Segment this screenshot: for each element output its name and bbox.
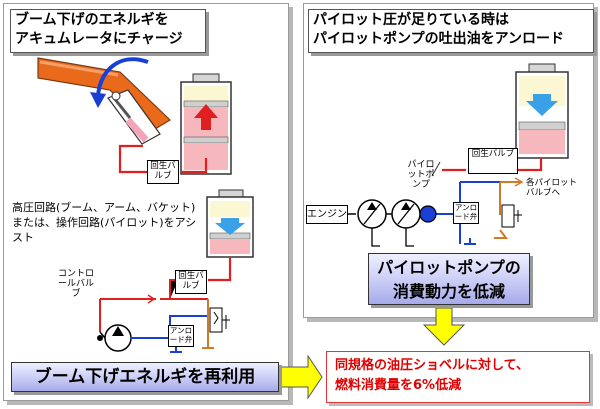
boom-down-arrow [96,57,149,97]
left-title-line2: アキュムレータにチャージ [15,31,183,47]
left-banner: ブーム下げエネルギを再利用 [11,362,279,392]
unload-valve-left: アンロード弁 [168,325,194,347]
right-title-box: パイロット圧が足りている時は パイロットポンプの吐出油をアンロード [308,9,594,53]
result-line1: 同規格の油圧ショベルに対して、 [335,358,529,373]
yellow-arrow-left [277,354,323,400]
boom-cylinder [107,89,161,145]
left-note: 高圧回路(ブーム、アーム、バケット)または、操作回路(パイロット)をアシスト [12,201,197,244]
accumulator-right [515,63,569,159]
unload-valve-right: アンロード弁 [453,202,479,224]
right-banner: パイロットポンプの 消費動力を低減 [368,253,530,305]
yellow-arrow-down [422,307,466,346]
result-line2: 燃料消費量を6%低減 [335,378,462,393]
control-valve-label: コントロールバルブ [54,269,98,299]
right-pump-circuit [348,177,524,247]
regen-valve-right: 回生バルブ [468,148,518,174]
pilot-pump-label: パイロットポンプ [407,160,435,190]
to-pilot-valves-label: 各パイロットバルブへ [526,178,578,198]
left-pump-circuit [97,279,230,353]
right-banner-line2: 消費動力を低減 [392,282,505,301]
regen-valve-top: 回生バルブ [147,160,179,184]
right-title-line2: パイロットポンプの吐出油をアンロード [313,31,565,47]
right-banner-line1: パイロットポンプの [377,258,521,277]
engine-box: エンジン [306,205,348,224]
result-box: 同規格の油圧ショベルに対して、 燃料消費量を6%低減 [326,351,590,403]
regen-valve-bottom: 回生バルブ [175,270,207,294]
accumulator-left-bottom [206,189,254,258]
right-title-line1: パイロット圧が足りている時は [313,12,509,28]
left-title-line1: ブーム下げのエネルギを [15,12,169,28]
left-title-box: ブーム下げのエネルギを アキュムレータにチャージ [10,9,206,53]
